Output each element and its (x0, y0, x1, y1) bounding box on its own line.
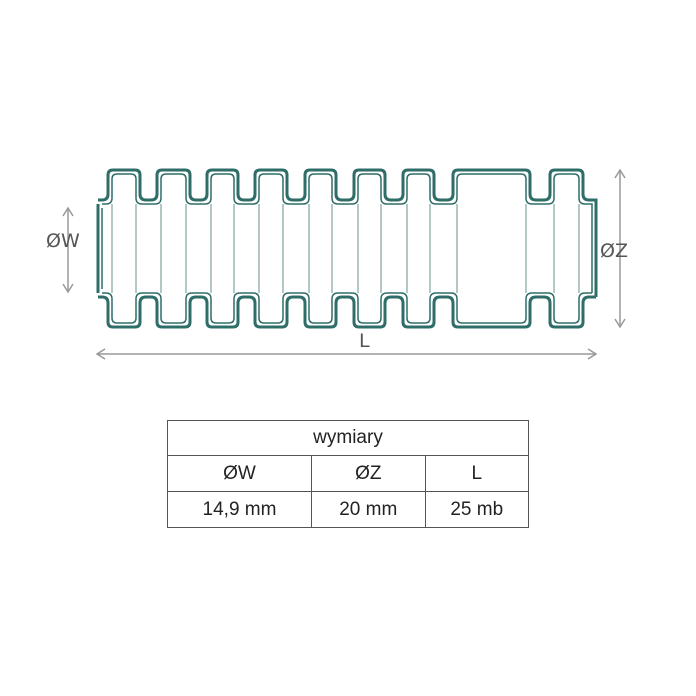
corrugated-tube (96, 168, 598, 329)
value-length: 25 mb (424, 491, 530, 528)
header-outer-diameter: ØZ (311, 455, 426, 492)
outer-diameter-label: ØZ (600, 240, 628, 262)
value-outer-diameter: 20 mm (311, 491, 426, 528)
dimensions-table: wymiary ØW ØZ L 14,9 mm 20 mm 25 mb (167, 420, 530, 528)
inner-diameter-label: ØW (46, 230, 80, 252)
length-label: L (359, 330, 370, 352)
outer-diameter-arrow (614, 168, 626, 329)
corrugated-tube-diagram (62, 168, 626, 360)
header-inner-diameter: ØW (167, 455, 312, 492)
tube-outer-outline (96, 168, 598, 329)
value-inner-diameter: 14,9 mm (167, 491, 312, 528)
length-arrow (95, 348, 598, 360)
tube-inner-outline (101, 173, 593, 324)
table-title: wymiary (167, 420, 529, 456)
header-length: L (424, 455, 530, 492)
inner-diameter-arrow (62, 206, 74, 294)
